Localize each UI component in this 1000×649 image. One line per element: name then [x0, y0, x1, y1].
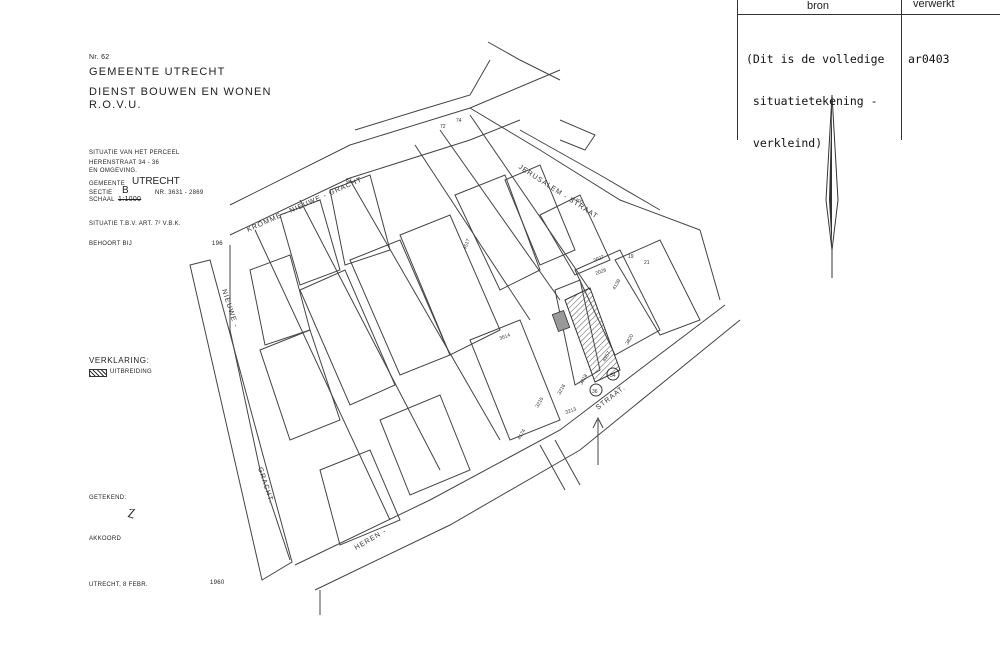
- existing-building: [551, 309, 571, 333]
- dienst-title: DIENST BOUWEN EN WONEN: [89, 86, 272, 98]
- street-label-kromme-nieuwe-gracht: KROMME - NIEUWE - GRACHT: [246, 176, 363, 233]
- parcel-number: 4139: [612, 278, 623, 291]
- house-number: 34: [610, 373, 616, 379]
- uitbreiding-area: [564, 287, 621, 383]
- north-arrow-icon: [825, 94, 839, 278]
- behoort-label: BEHOORT BIJ: [89, 241, 133, 247]
- house-number: 36: [592, 389, 598, 395]
- place-date: UTRECHT, 8 FEBR.: [89, 582, 148, 588]
- parcel-number: 3018: [579, 373, 590, 386]
- legend-hatch-swatch: [89, 369, 107, 377]
- artikel-line: SITUATIE T.B.V. ART. 7² V.B.K.: [89, 221, 181, 227]
- parcel-number: 4174: [517, 428, 528, 441]
- gemeente-title: GEMEENTE UTRECHT: [89, 66, 226, 78]
- signature: Ⲍ: [127, 506, 134, 520]
- column-header-bron: bron: [807, 0, 830, 12]
- getekend-label: GETEKEND:: [89, 495, 127, 501]
- kromme-nieuwe-gracht-north-edge: [229, 69, 561, 206]
- sectie-value: B: [122, 185, 129, 196]
- parcel-number: 3614: [499, 332, 512, 342]
- parcel-number: 4517: [462, 238, 472, 251]
- table-column-divider: [901, 0, 902, 140]
- parcel-number: 4400: [571, 196, 584, 206]
- omgeving-line: EN OMGEVING.: [89, 168, 138, 174]
- parcel-number: 2027: [593, 254, 606, 264]
- street-label-jerusalem-straat: JERUSALEM - STRAAT: [517, 164, 599, 221]
- house-number: 82: [346, 178, 352, 184]
- rovu-title: R.O.V.U.: [89, 99, 142, 111]
- jerusalem-straat-south-edge: [519, 129, 661, 211]
- legend-item: UITBREIDING: [110, 369, 152, 375]
- parcel-number: 3213: [565, 406, 578, 416]
- gemeente-label: GEMEENTE: [89, 181, 126, 187]
- akkoord-label: AKKOORD: [89, 536, 122, 542]
- house-number: 21: [644, 260, 650, 266]
- bron-line: verkleind): [746, 136, 823, 150]
- parcel-number: 3216: [557, 383, 568, 396]
- jerusalem-straat-north-edge: [469, 107, 701, 231]
- herenstraat-south-edge: [314, 319, 741, 591]
- kromme-nieuwe-gracht-south-edge: [229, 119, 521, 236]
- schaal-value: 1:1000: [118, 196, 142, 203]
- verwerkt-cell: ar0403: [908, 52, 950, 66]
- parcel-number: 4557: [602, 350, 613, 363]
- gemeente-value: UTRECHT: [132, 176, 180, 187]
- house-number: 72: [440, 124, 446, 130]
- sectie-label: SECTIE: [89, 190, 113, 196]
- parcel-number: 3820: [625, 333, 636, 346]
- column-header-verwerkt: verwerkt: [913, 0, 955, 10]
- situatie-line: SITUATIE VAN HET PERCEEL: [89, 150, 180, 156]
- schaal-label: SCHAAL: [89, 197, 115, 203]
- bron-line: situatietekening -: [746, 94, 878, 108]
- parcel-number: 2028: [595, 267, 608, 277]
- address-line: HERENSTRAAT 34 - 36: [89, 160, 160, 166]
- street-label-heren: HEREN -: [354, 528, 388, 552]
- house-number: 74: [456, 118, 462, 124]
- parcel-number: 3215: [535, 396, 546, 409]
- table-header-divider: [737, 14, 1000, 15]
- nieuwe-gracht-canal: [189, 259, 293, 581]
- behoort-value: 196: [212, 241, 223, 247]
- bron-line: (Dit is de volledige: [746, 52, 885, 66]
- legend-title: VERKLARING:: [89, 356, 150, 365]
- street-label-straat: STRAAT.: [595, 384, 627, 411]
- house-number: 19: [628, 254, 634, 260]
- drawing-number: Nr. 62: [89, 54, 110, 61]
- bron-cell: (Dit is de volledige situatietekening - …: [746, 24, 884, 178]
- herenstraat-north-edge: [294, 304, 726, 566]
- archive-table: bron verwerkt (Dit is de volledige situa…: [737, 0, 1000, 150]
- table-left-border: [737, 0, 738, 140]
- kadaster-number: NR. 3631 - 2869: [155, 190, 204, 196]
- year: 1960: [210, 580, 225, 586]
